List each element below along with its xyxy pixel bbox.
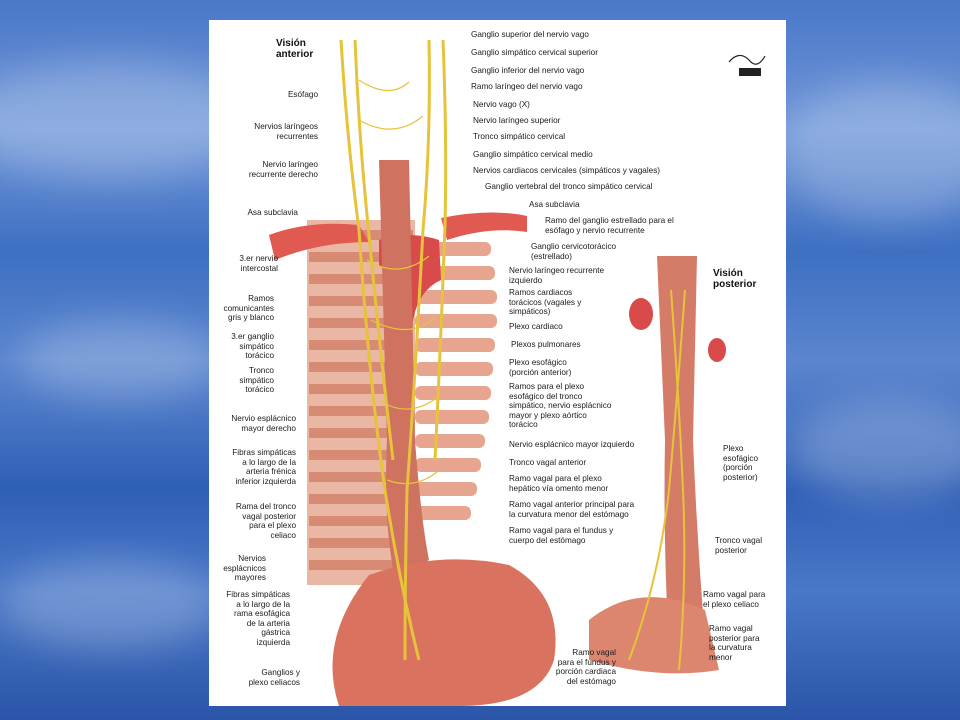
label-cardiac-plexus: Plexo cardiaco <box>509 322 563 331</box>
label-celiac-ganglia-plexus: Ganglios y plexo celiacos <box>248 668 300 687</box>
label-third-intercostal-nerve: 3.er nervio intercostal <box>239 254 278 273</box>
nerve-branches <box>358 79 440 485</box>
label-right-recurrent-laryngeal-nerve: Nervio laríngeo recurrente derecho <box>248 160 318 179</box>
label-vagal-branch-fundus-cardia: Ramo vagal para el fundus y porción card… <box>555 648 616 686</box>
label-laryngeal-branch-vagus: Ramo laríngeo del nervio vago <box>471 82 583 91</box>
label-greater-splanchnic-nerves: Nervios esplácnicos mayores <box>223 554 266 583</box>
label-right-greater-splanchnic: Nervio esplácnico mayor derecho <box>231 414 296 433</box>
label-cervical-cardiac-nerves: Nervios cardiacos cervicales (simpáticos… <box>473 166 661 175</box>
artist-signature-stamp <box>728 54 766 76</box>
anterior-view-title: Visión anterior <box>276 38 314 60</box>
label-vagal-celiac-plexus: Ramo vagal para el plexo celiaco <box>703 590 766 609</box>
label-cervicothoracic-ganglion: Ganglio cervicotorácico (estrellado) <box>531 242 617 261</box>
label-superior-vagal-ganglion: Ganglio superior del nervio vago <box>471 30 589 39</box>
background-cloud <box>780 80 960 220</box>
label-subclavian-loop-left: Asa subclavia <box>247 208 298 217</box>
label-left-recurrent-laryngeal: Nervio laríngeo recurrente izquierdo <box>509 266 605 285</box>
label-third-thoracic-ganglion: 3.er ganglio simpático torácico <box>231 332 274 361</box>
stomach <box>332 559 556 706</box>
label-posterior-vagal-trunk: Tronco vagal posterior <box>715 536 763 555</box>
label-anterior-vagal-trunk: Tronco vagal anterior <box>509 458 587 467</box>
label-hepatic-vagal-branch: Ramo vagal para el plexo hepático vía om… <box>509 474 609 493</box>
background-cloud <box>0 560 220 650</box>
label-left-greater-splanchnic: Nervio esplácnico mayor izquierdo <box>509 440 635 449</box>
label-vertebral-ganglion: Ganglio vertebral del tronco simpático c… <box>485 182 653 191</box>
background-cloud <box>790 400 960 500</box>
label-posterior-vagal-trunk-branch: Rama del tronco vagal posterior para el … <box>235 502 296 540</box>
label-anterior-vagal-lesser-curvature: Ramo vagal anterior principal para la cu… <box>509 500 635 519</box>
label-cervical-sympathetic-trunk: Tronco simpático cervical <box>473 132 566 141</box>
label-thoracic-sympathetic-trunk: Tronco simpático torácico <box>239 366 274 395</box>
label-vagal-branch-fundus-body: Ramo vagal para el fundus y cuerpo del e… <box>509 526 614 545</box>
label-esophagus: Esófago <box>287 90 318 99</box>
label-stellate-ganglion-branch: Ramo del ganglio estrellado para el esóf… <box>545 216 674 235</box>
background-cloud <box>20 320 220 400</box>
label-posterior-vagal-lesser-curvature: Ramo vagal posterior para la curvatura m… <box>709 624 760 662</box>
label-esophageal-plexus-posterior: Plexo esofágico (porción posterior) <box>723 444 759 482</box>
label-inferior-vagal-ganglion: Ganglio inferior del nervio vago <box>471 66 585 75</box>
anatomy-illustration <box>269 39 766 706</box>
posterior-esophagus <box>589 256 726 674</box>
label-recurrent-laryngeal-nerves: Nervios laríngeos recurrentes <box>254 122 318 141</box>
label-superior-laryngeal-nerve: Nervio laríngeo superior <box>473 116 561 125</box>
label-superior-cervical-ganglion: Ganglio simpático cervical superior <box>471 48 598 57</box>
label-communicating-rami: Ramos comunicantes gris y blanco <box>223 294 274 323</box>
posterior-view-title: Visión posterior <box>713 268 757 290</box>
label-sympathetic-fibers-phrenic: Fibras simpáticas a lo largo de la arter… <box>232 448 296 486</box>
esophagus <box>379 160 429 580</box>
posterior-nerves <box>628 289 686 671</box>
label-esophageal-plexus-branches: Ramos para el plexo esofágico del tronco… <box>509 382 612 430</box>
label-esophageal-plexus-anterior: Plexo esofágico (porción anterior) <box>509 358 572 377</box>
label-sympathetic-fibers-gastric: Fibras simpáticas a lo largo de la rama … <box>226 590 290 647</box>
label-thoracic-cardiac-branches: Ramos cardiacos torácicos (vagales y sim… <box>509 288 582 317</box>
label-vagus-nerve: Nervio vago (X) <box>473 100 530 109</box>
label-middle-cervical-ganglion: Ganglio simpático cervical medio <box>473 150 593 159</box>
label-pulmonary-plexuses: Plexos pulmonares <box>511 340 581 349</box>
anatomy-plate: Visión anterior Visión posterior Esófago… <box>209 20 786 706</box>
nerve-trunks <box>339 39 448 661</box>
label-subclavian-loop-right: Asa subclavia <box>529 200 580 209</box>
